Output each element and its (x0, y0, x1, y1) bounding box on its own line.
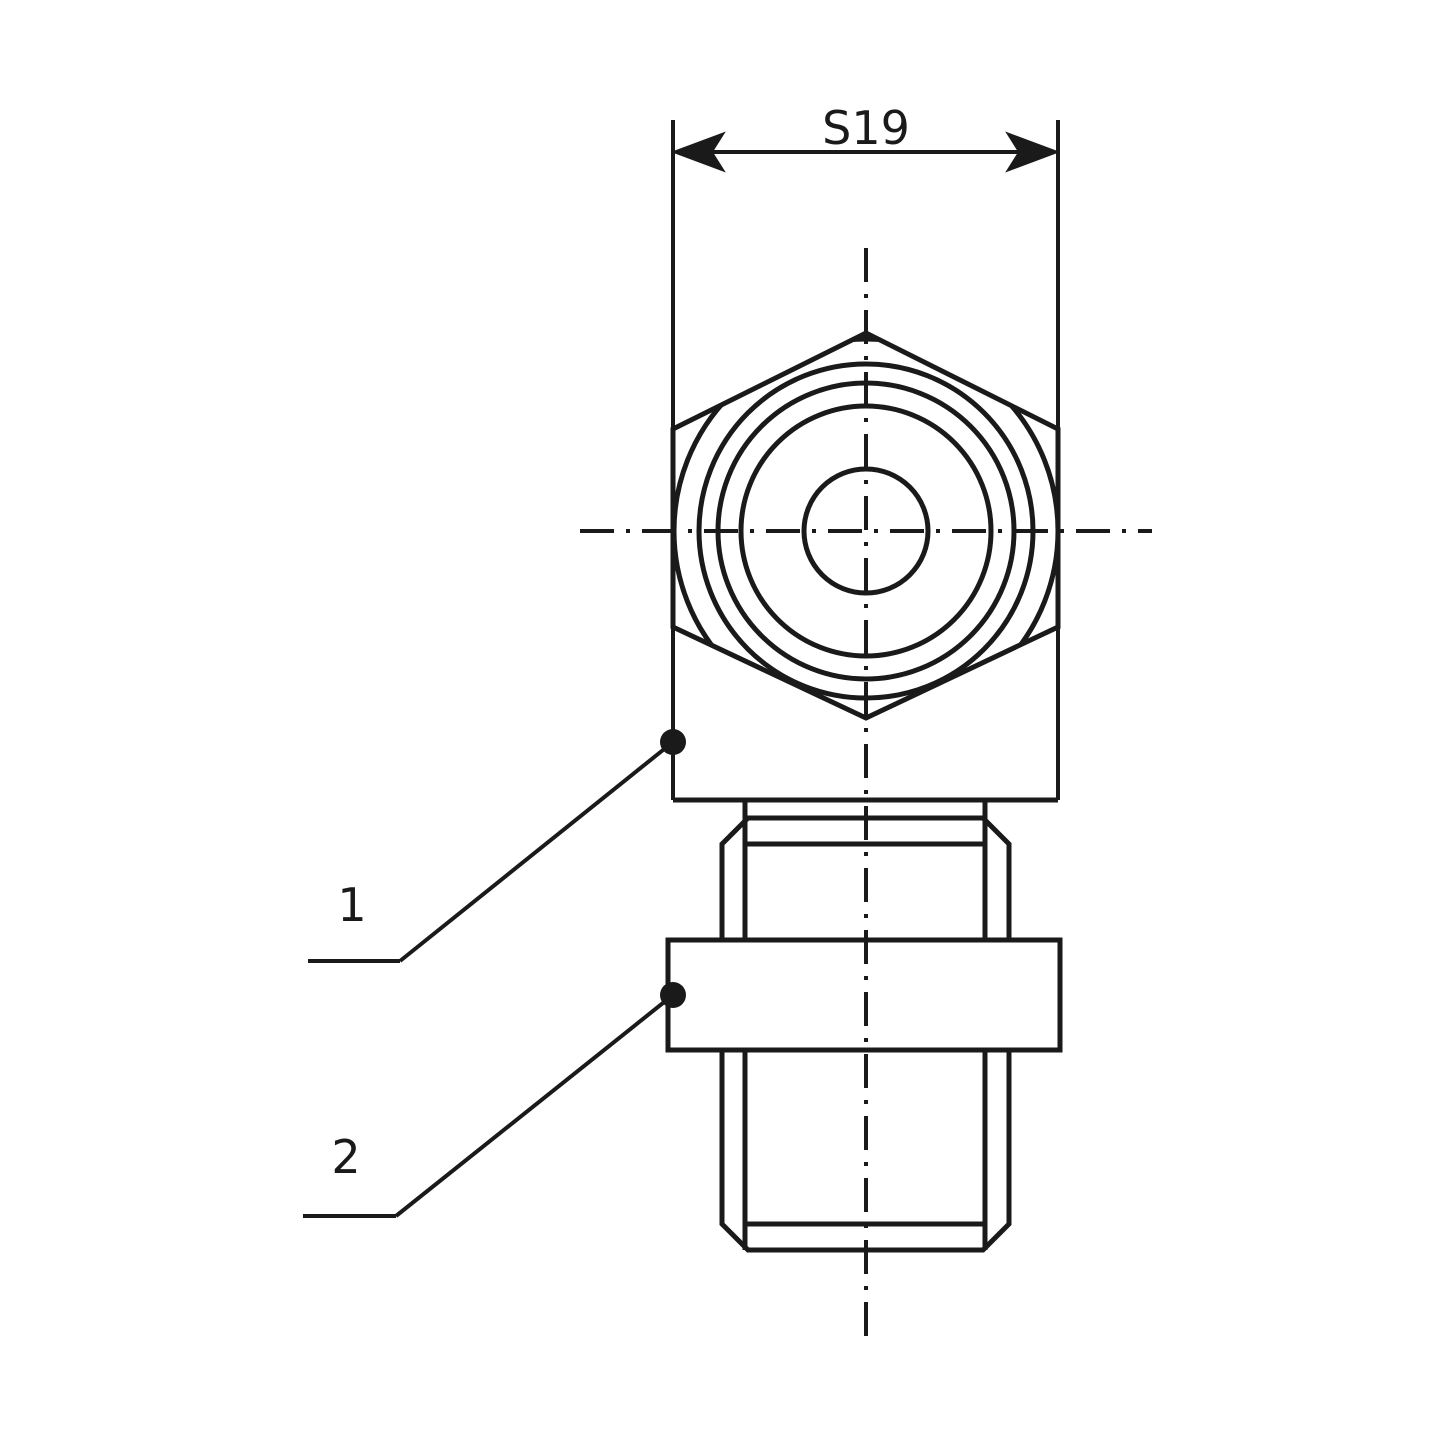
dimension-arrow-right-icon (1005, 131, 1061, 173)
centerlines (580, 248, 1152, 1345)
dimension-arrow-left-icon (670, 131, 726, 173)
callout-1-label: 1 (337, 878, 366, 932)
neck-section (742, 800, 988, 818)
callout-2[interactable]: 2 (303, 982, 686, 1218)
callout-1[interactable]: 1 (308, 729, 686, 963)
callout-2-label: 2 (331, 1130, 360, 1184)
callout-1-dot (660, 729, 686, 755)
dimension-S19: S19 (670, 101, 1061, 800)
callout-2-dot (660, 982, 686, 1008)
bore-circle (801, 466, 931, 596)
dimension-label-s19: S19 (822, 101, 910, 155)
callout-1-leader (398, 740, 675, 963)
callout-2-leader (394, 993, 675, 1218)
